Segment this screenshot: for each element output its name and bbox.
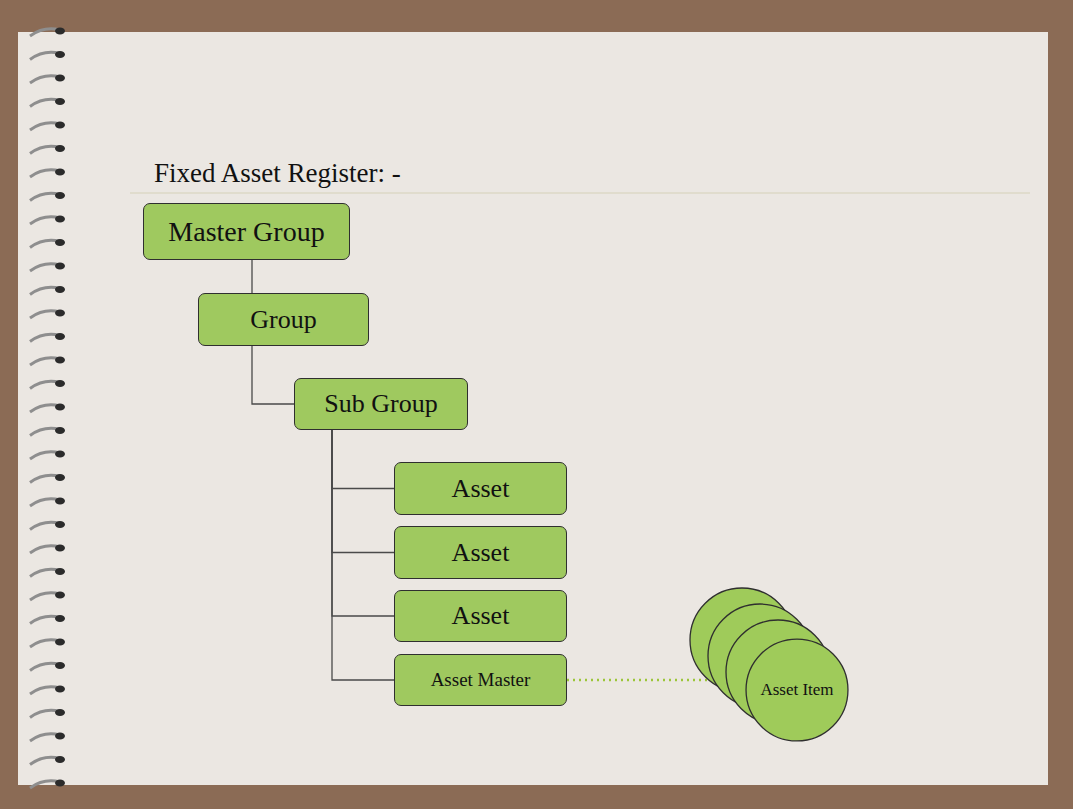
binding-hole (55, 28, 65, 35)
binding-hole (55, 780, 65, 787)
binding-hole (55, 75, 65, 82)
binding-hole (55, 51, 65, 58)
binding-hole (55, 545, 65, 552)
group-box: Asset (394, 590, 567, 642)
tree-connector (332, 430, 394, 616)
rule-line (130, 192, 1030, 194)
tree-connector (251, 260, 252, 293)
node-label: Asset (452, 601, 510, 631)
tree-connector (332, 430, 394, 553)
node-label: Asset (452, 538, 510, 568)
binding-hole (55, 592, 65, 599)
binding-hole (55, 662, 65, 669)
binding-hole (55, 733, 65, 740)
group-box: Sub Group (294, 378, 468, 430)
group-box: Master Group (143, 203, 350, 260)
binding-hole (55, 145, 65, 152)
binding-hole (55, 380, 65, 387)
tree-connector (332, 430, 394, 489)
binding-hole (55, 686, 65, 693)
binding-hole (55, 122, 65, 129)
group-box: Asset Master (394, 654, 567, 706)
binding-hole (55, 216, 65, 223)
node-label: Sub Group (324, 389, 437, 419)
binding-hole (55, 521, 65, 528)
binding-hole (55, 310, 65, 317)
binding-hole (55, 357, 65, 364)
binding-hole (55, 286, 65, 293)
node-label: Asset (452, 474, 510, 504)
node-label: Group (250, 305, 316, 335)
tree-connector (332, 430, 394, 680)
tree-connector (252, 346, 294, 404)
group-box: Group (198, 293, 369, 346)
diagram-title: Fixed Asset Register: - (154, 158, 401, 189)
binding-hole (55, 263, 65, 270)
binding-hole (55, 98, 65, 105)
node-label: Asset Master (431, 669, 531, 691)
spiral-binding (30, 28, 65, 789)
group-box: Asset (394, 462, 567, 515)
binding-hole (55, 169, 65, 176)
binding-hole (55, 474, 65, 481)
binding-hole (55, 756, 65, 763)
binding-hole (55, 639, 65, 646)
binding-hole (55, 404, 65, 411)
binding-hole (55, 239, 65, 246)
binding-hole (55, 498, 65, 505)
binding-hole (55, 709, 65, 716)
binding-hole (55, 333, 65, 340)
group-box: Asset (394, 526, 567, 579)
node-label: Asset Item (760, 680, 833, 700)
node-label: Master Group (168, 216, 324, 248)
binding-hole (55, 427, 65, 434)
binding-hole (55, 451, 65, 458)
item-circle: Asset Item (745, 638, 849, 742)
binding-hole (55, 568, 65, 575)
binding-hole (55, 615, 65, 622)
binding-hole (55, 192, 65, 199)
